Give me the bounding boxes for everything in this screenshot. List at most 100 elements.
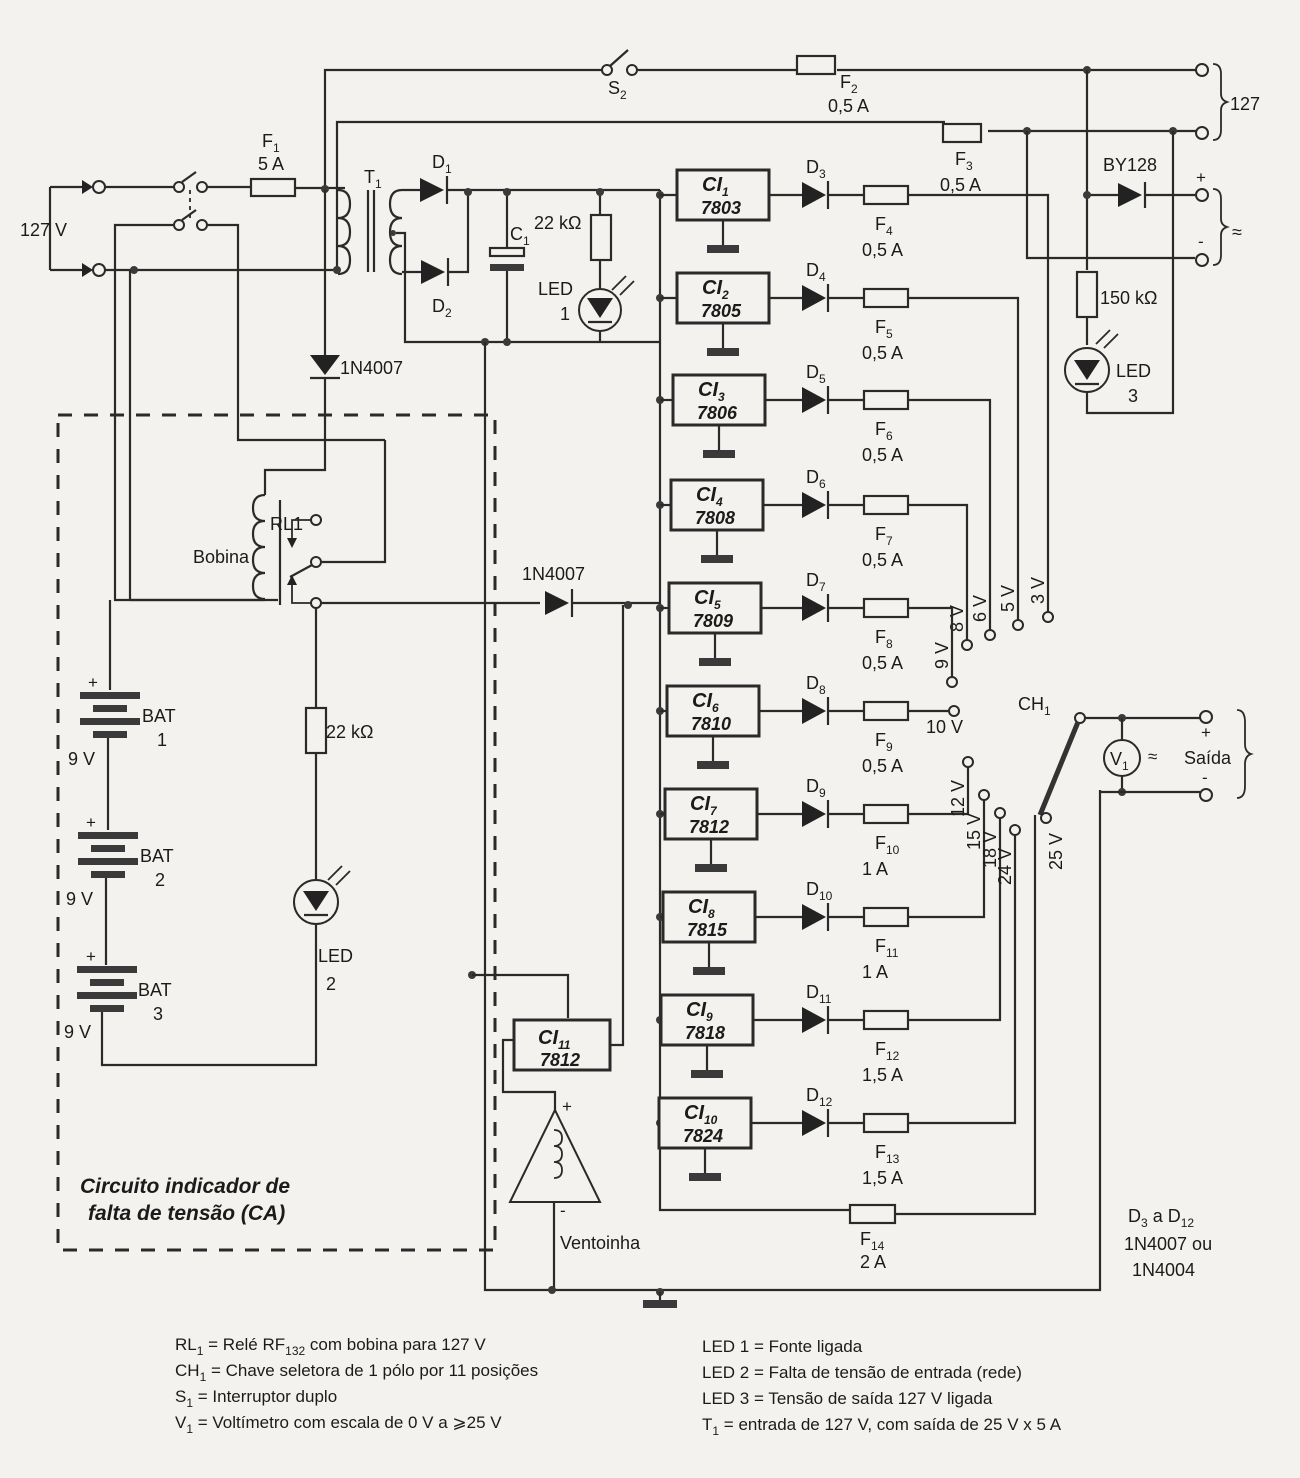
output-terminal-plus[interactable] [1199,710,1213,724]
fuse-label: F5 [875,317,893,341]
diode-label: D11 [806,982,832,1006]
terminal-dc-minus[interactable] [1195,253,1209,267]
input-terminal-b[interactable] [92,263,106,277]
indicator-circuit-boundary [56,413,497,1252]
fuse-f3: F3 0,5 A [940,122,983,195]
selector-contact[interactable] [962,756,974,768]
ground-symbol [699,658,731,666]
fuse-rating: 1 A [862,859,888,879]
svg-text:1N4007 ou: 1N4007 ou [1124,1234,1212,1254]
svg-text:Ventoinha: Ventoinha [560,1233,641,1253]
tap-label: 12 V [948,780,968,817]
legend-item: CH1 = Chave seletora de 1 pólo por 11 po… [175,1361,538,1384]
svg-text:3: 3 [1128,386,1138,406]
diode-icon [802,904,826,930]
fuse [862,1009,910,1031]
ic-label: CI1 [702,174,729,199]
s2-label: S2 [608,78,627,102]
fuse-rating: 1 A [862,962,888,982]
svg-text:D1: D1 [432,152,452,176]
ic-part: 7808 [695,508,735,528]
terminal-127-b[interactable] [1195,126,1209,140]
terminal-127-a[interactable] [1195,63,1209,77]
ground-symbol [693,967,725,975]
legend-item: LED 1 = Fonte ligada [702,1337,863,1356]
selector-wiper[interactable] [1037,721,1081,816]
fuse-rating: 0,5 A [862,445,903,465]
svg-text:BAT: BAT [140,846,174,866]
svg-text:V1: V1 [1110,749,1129,773]
svg-text:1N4007: 1N4007 [340,358,403,378]
ic-label: CI7 [690,793,718,818]
svg-text:Saída: Saída [1184,748,1232,768]
ground-symbol [701,555,733,563]
fuse [862,494,910,516]
svg-text:2: 2 [326,974,336,994]
svg-text:2 A: 2 A [860,1252,886,1272]
svg-text:RL1: RL1 [270,514,303,534]
ground-symbol [703,450,735,458]
ground-symbol [689,1173,721,1181]
ic-label: CI3 [698,379,725,404]
selector-contact[interactable] [1042,611,1054,623]
fuse-f1: F1 5 A [249,131,345,198]
selector-contact[interactable] [961,639,973,651]
tap-label: 3 V [1028,577,1048,604]
legend-item: LED 3 = Tensão de saída 127 V ligada [702,1389,993,1408]
ic-label: CI10 [684,1102,718,1127]
diode-1n4007-battery: 1N4007 [522,564,660,617]
selector-contact[interactable] [946,676,958,688]
fuse-rating: 0,5 A [862,653,903,673]
svg-text:+: + [1196,168,1206,187]
ic-part: 7803 [701,198,741,218]
selector-contact[interactable] [984,629,996,641]
legend-item: V1 = Voltímetro com escala de 0 V a ⩾25 … [175,1413,502,1436]
svg-text:CI11: CI11 [538,1027,571,1052]
fuse [862,906,910,928]
selector-contact[interactable] [948,705,960,717]
svg-text:+: + [86,947,96,966]
svg-text:F3: F3 [955,149,973,173]
svg-text:BAT: BAT [138,980,172,1000]
selector-contact[interactable] [978,789,990,801]
svg-text:9 V: 9 V [64,1022,91,1042]
fan-circuit: CI11 7812 + - Ventoinha [468,342,1102,1308]
switch-s1[interactable] [113,171,385,602]
ground-symbol [697,761,729,769]
legend-item: T1 = entrada de 127 V, com saída de 25 V… [702,1415,1062,1438]
diode-icon [802,698,826,724]
fuse-label: F10 [875,833,900,857]
fuse-label: F7 [875,524,893,548]
svg-text:22 kΩ: 22 kΩ [534,213,581,233]
selector-contact[interactable] [1009,824,1021,836]
svg-text:3: 3 [153,1004,163,1024]
svg-text:≈: ≈ [1148,747,1157,766]
diode-label: D5 [806,362,826,386]
switch-s2[interactable]: S2 [601,49,638,102]
input-terminal-a[interactable] [92,180,106,194]
tap-label: 5 V [998,585,1018,612]
selector-contact[interactable] [994,807,1006,819]
svg-text:BAT: BAT [142,706,176,726]
selector-ch1[interactable]: CH1 25 V [1018,694,1086,870]
svg-text:1N4007: 1N4007 [522,564,585,584]
legend-item: LED 2 = Falta de tensão de entrada (rede… [702,1363,1022,1382]
legend-item: S1 = Interruptor duplo [175,1387,337,1410]
selector-contact[interactable] [1012,619,1024,631]
legend-left: RL1 = Relé RF132 com bobina para 127 VCH… [175,1335,538,1436]
svg-text:Bobina: Bobina [193,547,250,567]
diode-icon [802,285,826,311]
output-terminal-minus[interactable] [1199,788,1213,802]
terminal-dc-plus[interactable] [1195,188,1209,202]
svg-text:7812: 7812 [540,1050,580,1070]
svg-text:≈: ≈ [1232,222,1242,242]
fuse-rating: 0,5 A [862,550,903,570]
indicator-caption-2: falta de tensão (CA) [88,1202,285,1225]
